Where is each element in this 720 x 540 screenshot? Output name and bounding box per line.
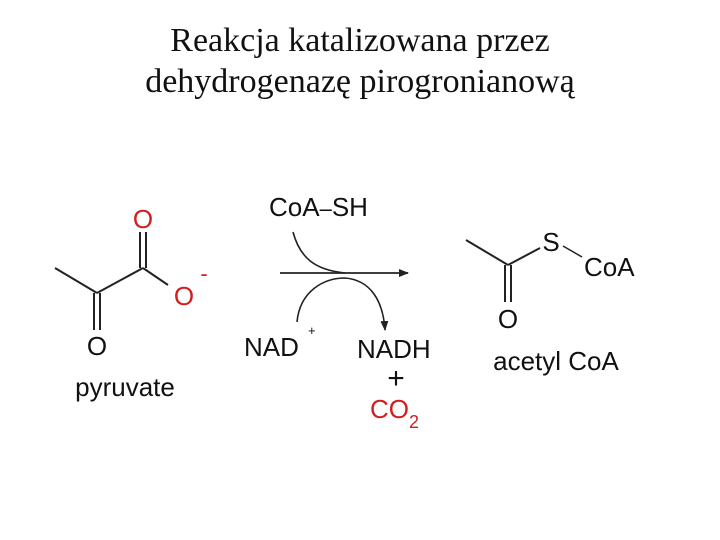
pyruvate-o-top: O bbox=[133, 204, 153, 234]
coa-sh-sh: SH bbox=[332, 192, 368, 222]
pyruvate-c-o-minus-bond bbox=[142, 267, 169, 286]
coa-sh-label: CoA–SH bbox=[269, 192, 368, 222]
title-line-2: dehydrogenazę pirogronianową bbox=[145, 63, 575, 100]
pyruvate-c-c-bond bbox=[96, 267, 144, 294]
acetyl-methyl-bond bbox=[465, 239, 509, 266]
acetyl-sulfur: S bbox=[542, 227, 559, 257]
title-line-1: Reakcja katalizowana przez bbox=[170, 22, 550, 59]
acetyl-coa-structure: S CoA O acetyl CoA bbox=[465, 227, 635, 376]
pyruvate-structure: O O - O pyruvate bbox=[54, 204, 208, 402]
coa-sh-dash: – bbox=[320, 196, 333, 221]
co2-text: CO bbox=[370, 394, 409, 424]
coa-sh-coa: CoA bbox=[269, 192, 320, 222]
coa-entry-curved-arrow bbox=[292, 231, 346, 274]
nad-reduction-curved-arrow bbox=[296, 277, 389, 331]
plus-sign: + bbox=[387, 362, 405, 395]
acetyl-oxygen: O bbox=[498, 304, 518, 334]
slide-title: Reakcja katalizowana przez dehydrogenazę… bbox=[0, 20, 720, 102]
pyruvate-label: pyruvate bbox=[75, 372, 175, 402]
acetyl-coa-group: CoA bbox=[584, 252, 635, 282]
reaction-arrows: CoA–SH NAD + NADH + CO2 bbox=[244, 192, 431, 432]
nadh-label: NADH bbox=[357, 334, 431, 364]
pyruvate-o-bottom: O bbox=[87, 331, 107, 361]
acetyl-s-coa-bond bbox=[562, 245, 583, 258]
acetyl-c-s-bond bbox=[507, 247, 541, 266]
co2-label: CO2 bbox=[370, 394, 419, 432]
acetyl-coa-label: acetyl CoA bbox=[493, 346, 619, 376]
nad-label: NAD bbox=[244, 332, 299, 362]
co2-subscript: 2 bbox=[409, 412, 419, 432]
nad-charge: + bbox=[308, 323, 316, 338]
pyruvate-charge: - bbox=[200, 261, 207, 286]
pyruvate-methyl-bond bbox=[54, 267, 98, 294]
pyruvate-o-minus: O bbox=[174, 281, 194, 311]
